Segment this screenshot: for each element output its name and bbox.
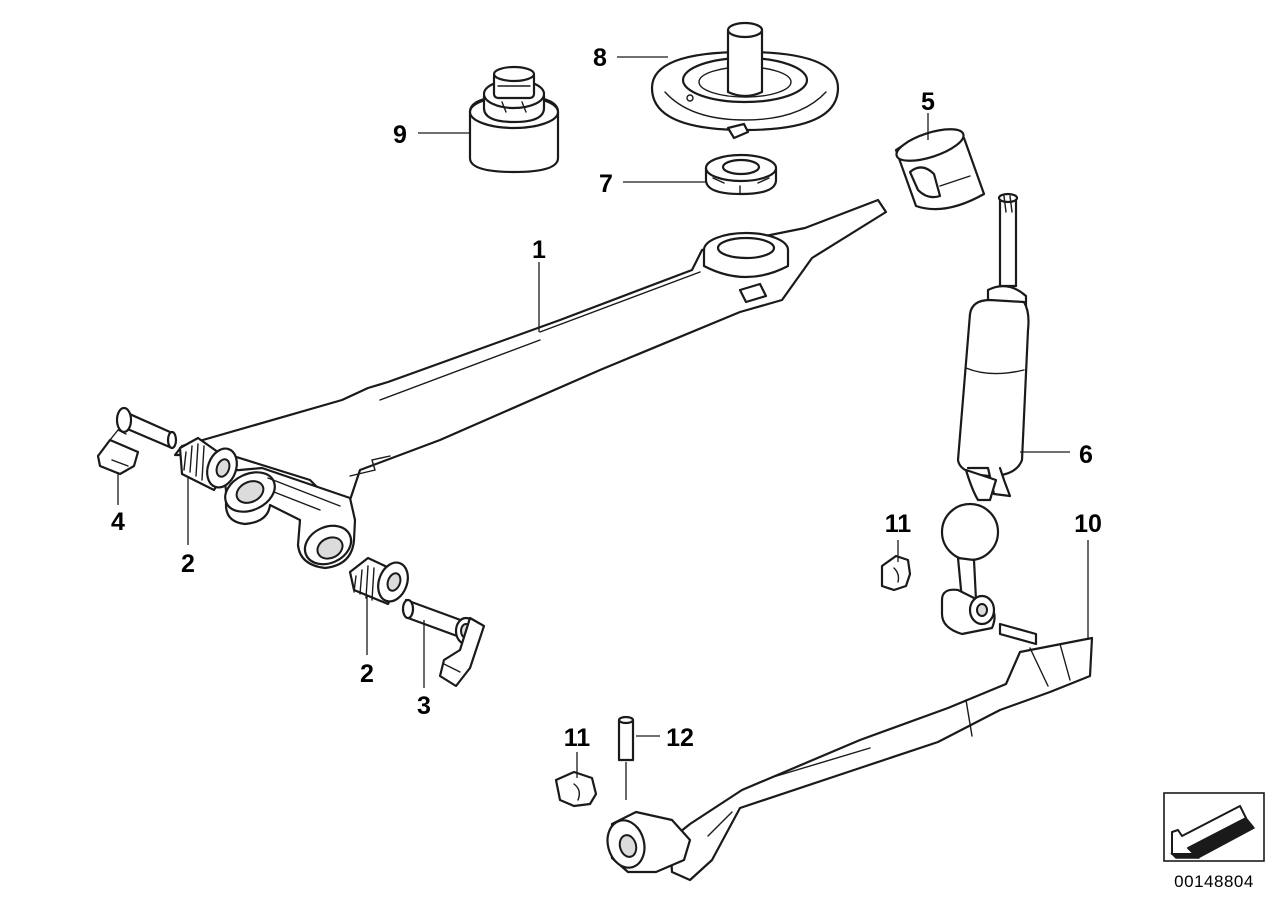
part-2-bushing-left: [178, 436, 238, 492]
callout-8: 8: [593, 44, 607, 72]
callout-2-left: 2: [181, 550, 195, 578]
callout-12: 12: [666, 724, 694, 752]
callout-3: 3: [417, 692, 431, 720]
part-3-pin-with-clip: [401, 598, 486, 688]
callout-11-lower: 11: [564, 724, 591, 752]
leader-lines: [117, 56, 1089, 800]
part-1-shift-lever: [173, 198, 888, 502]
callout-7: 7: [599, 170, 613, 198]
callout-10: 10: [1074, 510, 1102, 538]
part-2-bushing-lower: [348, 556, 409, 606]
part-11-clip-upper: [880, 554, 912, 592]
callout-2-lower: 2: [360, 660, 374, 688]
part-11-clip-lower: [554, 770, 598, 808]
callout-1: 1: [532, 236, 546, 264]
callout-11-upper: 11: [885, 510, 912, 538]
callout-labels: 1 2 2 3 4 5 6 7 8 9 10 11 11 12: [111, 44, 1102, 752]
part-5-sleeve: [894, 128, 986, 211]
part-10-selector-arm: [668, 588, 1094, 882]
callout-4: 4: [111, 508, 125, 536]
part-6-gear-lever: [940, 192, 1030, 602]
part-8-boot-seal: [650, 21, 840, 140]
part-12-pin: [617, 715, 635, 762]
callout-6: 6: [1079, 441, 1093, 469]
part-7-ball-socket: [704, 153, 778, 196]
part-1-yoke: [224, 466, 357, 570]
part-4-pin-with-clip: [96, 406, 178, 476]
reference-code: 00148804: [1174, 872, 1254, 891]
part-9-bearing-bushing: [468, 65, 560, 174]
part-10-ball-joint: [606, 810, 692, 874]
callout-9: 9: [393, 121, 407, 149]
arrow-down-left-icon: [1163, 792, 1265, 862]
callout-5: 5: [921, 88, 935, 116]
